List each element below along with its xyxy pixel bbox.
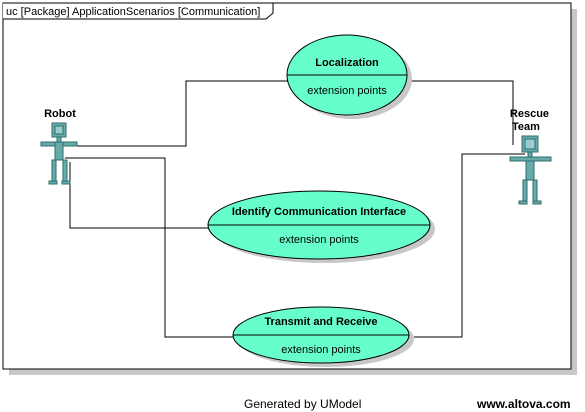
rescue-team-actor[interactable]: Rescue Team	[509, 108, 552, 205]
robot-actor-icon	[40, 122, 78, 185]
use-case-transmit-and-receive[interactable]: Transmit and Receive extension points	[232, 306, 414, 367]
diagram-frame	[2, 2, 572, 370]
use-case-identify-communication-interface[interactable]: Identify Communication Interface extensi…	[207, 190, 435, 263]
association-robot-localization	[67, 80, 288, 147]
use-case-localization-extension-points: extension points	[307, 85, 387, 97]
use-case-identify-name: Identify Communication Interface	[232, 206, 406, 218]
rescue-team-name-line-2: Team	[512, 121, 540, 133]
use-case-localization[interactable]: Localization extension points	[286, 34, 412, 119]
use-case-identify-extension-points: extension points	[279, 234, 359, 246]
use-case-localization-name: Localization	[315, 57, 379, 69]
robot-name: Robot	[44, 108, 76, 120]
rescue-team-name-line-1: Rescue	[510, 108, 549, 120]
robot-actor[interactable]: Robot	[40, 108, 78, 185]
rescue-team-name: Rescue Team	[510, 108, 552, 133]
association-localization-rescue	[407, 80, 514, 145]
generator-credit: Generated by UModel	[244, 397, 362, 411]
frame-tab	[3, 2, 274, 20]
association-transmit-rescue	[414, 153, 525, 338]
rescue-team-actor-icon	[509, 135, 552, 205]
altova-website-link[interactable]: www.altova.com	[477, 397, 571, 411]
association-robot-transmit	[65, 157, 234, 338]
frame-label: uc [Package] ApplicationScenarios [Commu…	[6, 6, 260, 18]
use-case-transmit-extension-points: extension points	[281, 344, 361, 356]
use-case-transmit-name: Transmit and Receive	[264, 316, 377, 328]
